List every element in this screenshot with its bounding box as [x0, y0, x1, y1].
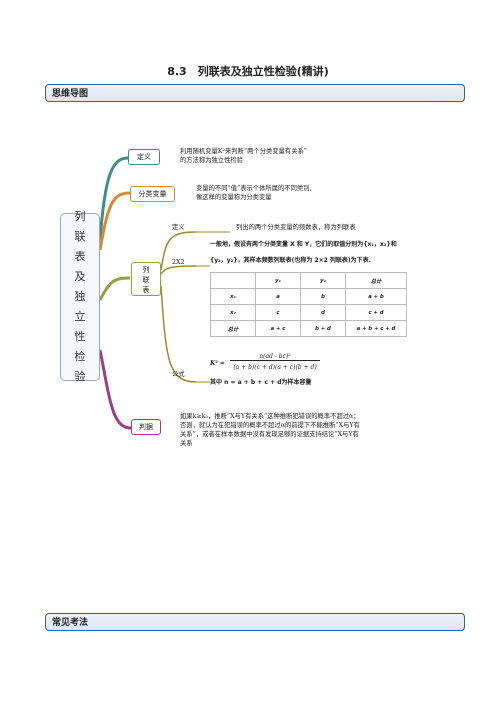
table-cell: x₂ — [210, 304, 256, 321]
subnode-formula-label: 公式 — [172, 371, 185, 378]
table-cell: y₁ — [255, 272, 301, 289]
node-categorical-variable: 分类变量 — [130, 186, 175, 202]
contingency-table: y₁ y₂ 总计 x₁ a b a + b x₂ c d c + d 总计 a … — [210, 272, 407, 337]
root-char: 立 — [74, 310, 86, 323]
note-line: 利用随机变量K²来判断“两个分类变量有关系” — [180, 148, 308, 155]
root-char: 验 — [74, 370, 86, 383]
table-row: 总计 a + c b + d a + b + c + d — [210, 320, 407, 337]
node-char: 联 — [142, 276, 150, 284]
formula-note: 其中 n = a + b + c + d为样本容量 — [210, 379, 312, 386]
node-char: 表 — [142, 286, 150, 294]
table-cell: b — [300, 288, 346, 305]
table-cell: a + b — [345, 288, 407, 305]
table-cell: d — [300, 304, 346, 321]
table-cell: a + b + c + d — [345, 320, 407, 337]
note-line: 关系”，或者在样本数据中没有发现足够的证据支持结论“X与Y有 — [180, 431, 359, 438]
note-line: 如果k≥k₀，推断“X与Y有关系”这种推断犯错误的概率不超过α； — [180, 413, 360, 420]
table-row: x₂ c d c + d — [210, 304, 407, 321]
table-row: x₁ a b a + b — [210, 288, 407, 305]
table-cell: c + d — [345, 304, 407, 321]
note-line: 关系 — [180, 440, 193, 447]
table-cell: a + c — [255, 320, 301, 337]
root-char: 联 — [74, 230, 86, 243]
table-cell: 总计 — [210, 320, 256, 337]
note-criterion: 如果k≥k₀，推断“X与Y有关系”这种推断犯错误的概率不超过α； 否则，就认为在… — [180, 412, 360, 448]
page-title: 8.3 列联表及独立性检验(精讲) — [167, 65, 329, 78]
section-header-exam: 常见考法 — [45, 613, 465, 631]
table-cell: b + d — [300, 320, 346, 337]
formula-denominator: (a + b)(c + d)(a + c)(b + d) — [233, 364, 317, 371]
root-char: 独 — [74, 290, 86, 303]
root-char: 检 — [74, 350, 86, 363]
note-definition: 利用随机变量K²来判断“两个分类变量有关系” 的方法称为独立性检验 — [180, 147, 307, 165]
root-topic: 列 联 表 及 独 立 性 检 验 — [60, 210, 100, 383]
note-line: 像这样的变量称为分类变量 — [196, 194, 272, 201]
note-line: 的方法称为独立性检验 — [180, 157, 243, 164]
table-row: y₁ y₂ 总计 — [210, 272, 407, 289]
table-cell: 总计 — [345, 272, 407, 289]
table-description-2: {y₁，y₂}，其样本频数列联表(也称为 2×2 列联表)为下表. — [210, 257, 371, 264]
node-char: 列 — [142, 266, 150, 274]
node-criterion: 判据 — [131, 419, 161, 435]
note-line: 变量的不同“值”表示个体所属的不同类别, — [196, 185, 312, 192]
note-line: 否则，就认为在犯错误的概率不超过α的前提下不能推断“X与Y有 — [180, 422, 360, 429]
node-contingency-table: 列 联 表 — [131, 262, 161, 296]
root-char: 性 — [74, 330, 86, 343]
node-definition: 定义 — [128, 149, 160, 165]
table-cell: c — [255, 304, 301, 321]
section-header-mindmap: 思维导图 — [45, 84, 465, 102]
table-cell — [210, 272, 256, 289]
note-categorical-variable: 变量的不同“值”表示个体所属的不同类别, 像这样的变量称为分类变量 — [196, 184, 312, 202]
table-cell: x₁ — [210, 288, 256, 305]
root-char: 表 — [74, 250, 86, 263]
formula-numerator: n(ad - bc)² — [230, 353, 320, 361]
table-description-1: 一般地，假设有两个分类变量 X 和 Y，它们的取值分别为{x₁，x₂}和 — [210, 241, 397, 248]
table-cell: y₂ — [300, 272, 346, 289]
root-char: 列 — [74, 210, 86, 223]
table-cell: a — [255, 288, 301, 305]
subnode-2x2-label: 2X2 — [172, 259, 185, 266]
formula-lhs: K² = — [210, 360, 225, 367]
root-char: 及 — [74, 270, 86, 283]
subnode-definition-label: 定义 — [172, 224, 185, 231]
subnode-definition-text: 列出的两个分类变量的频数表，称为列联表 — [236, 224, 356, 231]
